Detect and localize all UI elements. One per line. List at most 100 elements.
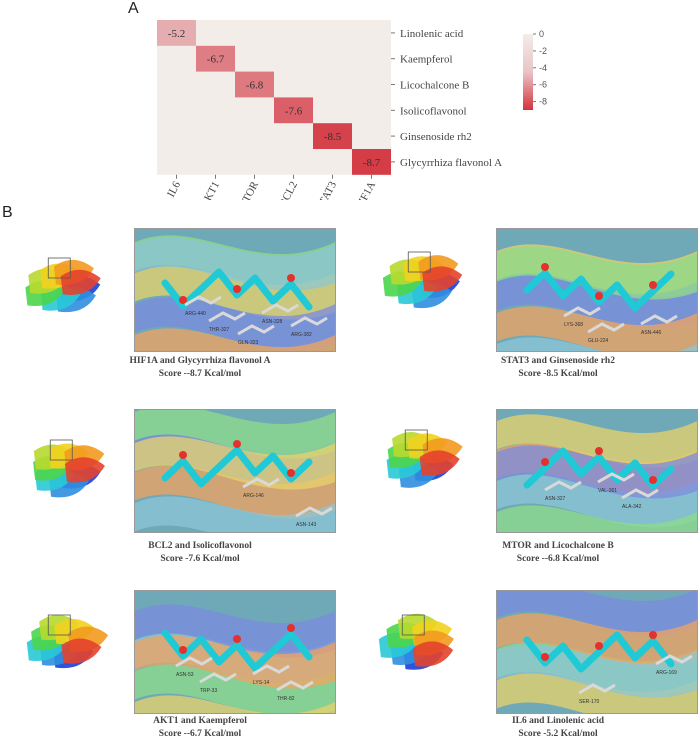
residue-label: SER-170 [579,699,600,705]
y-tick-label: Linolenic acid [400,28,464,40]
residue-sticks [184,295,222,307]
panel-score: Score -5.2 Kcal/mol [518,729,598,739]
ligand-sticks [523,447,675,490]
residue-label: ARG-146 [243,493,264,499]
oxygen-atom [595,447,603,455]
panel-a-label: A [128,0,139,17]
panel-score: Score -7.6 Kcal/mol [160,554,240,564]
oxygen-atom [595,642,603,650]
ribbon-background [497,337,697,351]
heatmap-cell-label: -6.7 [207,54,225,66]
residue-sticks [578,683,616,695]
oxygen-atom [179,296,187,304]
panel-title: HIF1A and Glycyrrhiza flavonol A [129,356,271,366]
residue-label: ASN-327 [545,496,566,502]
protein-overview [10,420,125,525]
ribbon-background [135,465,335,519]
protein-structure-image [382,251,463,309]
ribbon-background [135,695,335,713]
residue-sticks [597,472,635,484]
heatmap-cell-label: -8.7 [363,157,381,169]
oxygen-atom [287,469,295,477]
heatmap-cell-label: -7.6 [285,105,303,117]
residue-label: GLU-224 [588,338,609,344]
oxygen-atom [541,263,549,271]
panel-score: Score -8.5 Kcal/mol [518,369,598,379]
residue-label: THR-82 [277,696,295,702]
residue-sticks [587,322,625,334]
ribbon-background [497,306,697,351]
residue-label: ARG-169 [656,670,677,676]
binding-site-box [404,429,428,451]
panel-score: Score --8.7 Kcal/mol [158,369,242,379]
oxygen-atom [649,631,657,639]
ligand-sticks [523,631,675,673]
residue-sticks [242,477,280,489]
residue-label: ASN-328 [262,319,283,325]
ribbon-background [135,496,335,532]
residue-label: LYS-14 [253,680,270,686]
colorbar-tick-label: -8 [539,97,547,107]
panel-score: Score --6.7 Kcal/mol [158,729,242,739]
ribbon-background [497,591,697,636]
panel-score: Score --6.8 Kcal/mol [516,554,600,564]
y-tick-label: Ginsenoside rh2 [400,131,472,143]
oxygen-atom [287,274,295,282]
residue-label: ALA-342 [622,504,642,510]
oxygen-atom [179,646,187,654]
residue-sticks [261,303,299,315]
protein-structure-image [25,257,101,313]
binding-site-box [407,251,431,273]
secondary-structure-ribbon [61,638,102,664]
oxygen-atom [649,476,657,484]
residue-sticks [655,654,693,666]
ligand-sticks [161,446,313,488]
residue-sticks [199,672,237,684]
ligand-sticks [523,269,675,312]
oxygen-atom [595,292,603,300]
ribbon-background [497,414,697,468]
secondary-structure-ribbon [422,266,463,292]
ligand-sticks [161,268,313,311]
x-tick-label: IL6 [165,179,183,199]
ribbon-background [135,328,335,351]
heatmap-cell [235,71,274,98]
heatmap-cell [196,45,235,72]
panel-title: IL6 and Linolenic acid [511,716,605,726]
residue-sticks [237,324,275,336]
y-tick-label: Licochalcone B [400,80,469,92]
panel-title: BCL2 and Isolicoflavonol [148,541,252,551]
residue-label: ARG-382 [291,332,312,338]
panel-title: MTOR and Licochalcone B [502,541,614,551]
residue-sticks [295,506,333,518]
oxygen-atom [649,281,657,289]
secondary-structure-ribbon [60,269,101,295]
residue-sticks [252,664,290,676]
colorbar-tick-label: -2 [539,46,547,56]
oxygen-atom [541,458,549,466]
heatmap-cell [274,97,313,124]
protein-overview [368,232,483,337]
ribbon-background [135,664,335,713]
panel-title: STAT3 and Ginsenoside rh2 [501,356,615,366]
heatmap-cell-label: -5.2 [168,28,185,40]
ligand-sticks [161,629,313,672]
binding-site-box [49,439,73,461]
protein-structure-image [26,614,109,669]
x-tick-label: HIF1A [353,180,378,200]
residue-sticks [563,306,601,318]
panel-caption: HIF1A and Glycyrrhiza flavonol A Score --… [70,355,330,381]
x-tick-label: AKT1 [198,180,222,200]
secondary-structure-ribbon [64,457,105,483]
